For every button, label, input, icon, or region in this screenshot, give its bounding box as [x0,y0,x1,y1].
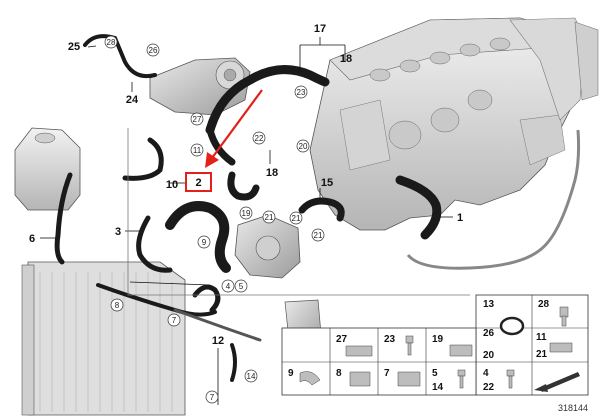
svg-text:20: 20 [299,142,308,151]
legend-20: 20 [483,350,495,361]
svg-text:23: 23 [297,88,306,97]
callout-24: 24 [126,94,139,106]
callout-6: 6 [29,233,35,245]
highlight-box [185,172,212,192]
engine-block [309,17,599,231]
highlight-part-label: 2 [195,177,201,189]
legend-28: 28 [538,299,550,310]
svg-text:28: 28 [107,38,116,47]
legend-13: 13 [483,299,495,310]
legend-7: 7 [384,368,390,379]
leader-lines [40,37,470,405]
callout-15: 15 [321,177,333,189]
callout-12: 12 [212,335,224,347]
callout-labels: 25 24 17 18 10 18 15 1 3 6 12 [29,23,463,347]
legend-5: 5 [432,368,438,379]
legend-19: 19 [432,334,444,345]
svg-text:21: 21 [265,213,274,222]
callout-3: 3 [115,226,121,238]
legend-grid: 13 28 26 20 11 21 27 23 19 9 8 7 5 14 4 … [281,294,589,396]
tool-icon [534,372,580,392]
coolant-pipe [406,129,581,270]
svg-text:9: 9 [202,238,207,247]
circled-callouts [104,35,325,404]
legend-22: 22 [483,382,495,393]
svg-text:7: 7 [210,393,215,402]
expansion-tank [14,127,81,211]
coolant-hoses [54,34,442,382]
svg-text:8: 8 [115,301,120,310]
callout-18: 18 [266,167,278,179]
highlight-arrow [205,89,263,168]
callout-10: 10 [166,179,178,191]
reference-number: 318144 [558,403,588,413]
legend-21: 21 [536,349,548,360]
svg-text:7: 7 [172,316,177,325]
legend-8: 8 [336,368,342,379]
callout-16: 17 [314,23,326,35]
svg-text:11: 11 [193,146,202,155]
callout-25: 25 [68,41,80,53]
svg-text:21: 21 [314,231,323,240]
legend-23: 23 [384,334,396,345]
legend-14: 14 [432,382,444,393]
legend-9: 9 [288,368,294,379]
svg-text:26: 26 [149,46,158,55]
callout-17: 18 [340,53,352,65]
legend-11: 11 [536,332,547,343]
legend-27: 27 [336,334,348,345]
legend-26: 26 [483,328,495,339]
svg-text:21: 21 [292,214,301,223]
circled-callout-labels: 28 26 27 11 22 20 23 19 21 21 21 9 4 5 8… [107,38,323,402]
svg-text:27: 27 [193,115,202,124]
svg-text:22: 22 [255,134,264,143]
svg-text:19: 19 [242,209,251,218]
legend-4: 4 [483,368,489,379]
svg-text:4: 4 [226,282,231,291]
svg-text:14: 14 [247,372,256,381]
callout-1: 1 [457,212,463,224]
svg-text:5: 5 [239,282,244,291]
